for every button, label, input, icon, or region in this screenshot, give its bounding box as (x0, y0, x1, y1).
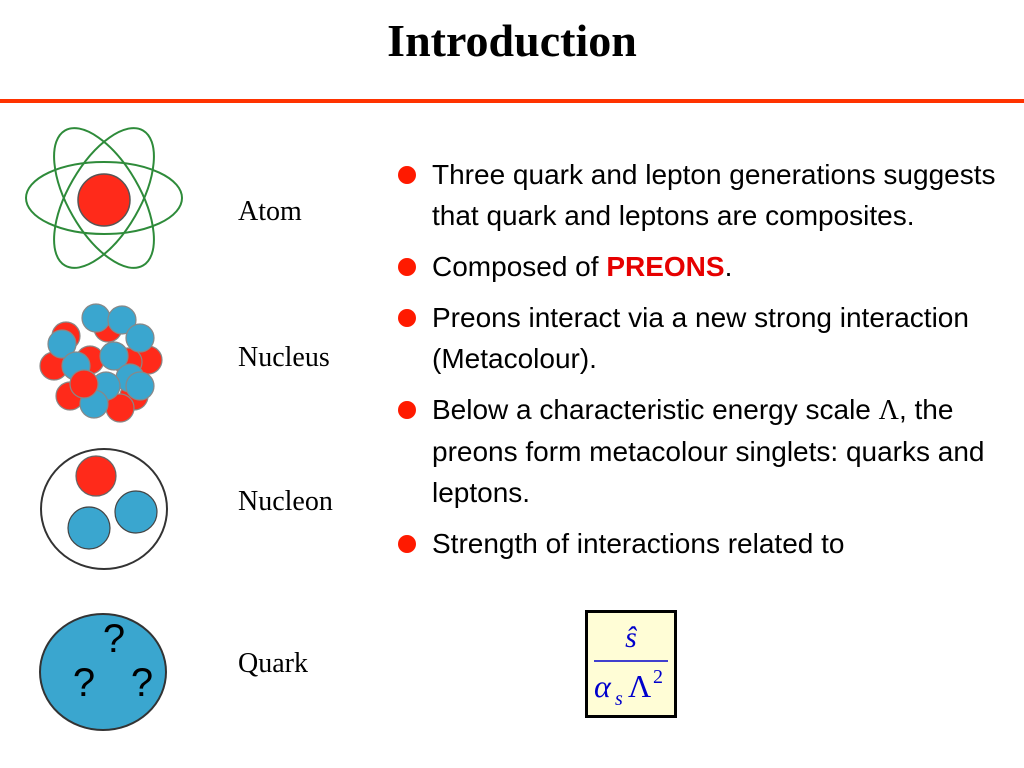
bullet-dot-icon (398, 258, 416, 276)
bullet-item: Three quark and lepton generations sugge… (396, 154, 996, 236)
bullet-dot-icon (398, 535, 416, 553)
bullet-item: Strength of interactions related to (396, 523, 996, 564)
bullet-dot-icon (398, 309, 416, 327)
atom-icon (25, 127, 183, 269)
diagram-label-atom: Atom (238, 196, 302, 227)
title-divider (0, 99, 1024, 103)
quark-question-mark: ? (103, 617, 125, 661)
bullet-item: Composed of PREONS. (396, 246, 996, 287)
bullet-item: Preons interact via a new strong interac… (396, 297, 996, 379)
bullet-dot-icon (398, 166, 416, 184)
diagram-label-nucleon: Nucleon (238, 486, 333, 517)
nucleon-icon (40, 448, 168, 570)
preons-highlight: PREONS (606, 251, 725, 282)
slide-title: Introduction (387, 15, 637, 66)
quark-question-mark: ? (131, 661, 153, 705)
diagram-label-quark: Quark (238, 648, 308, 679)
bullet-text-suffix: . (724, 251, 733, 282)
nucleus-icon (39, 303, 163, 423)
lambda-symbol: Λ (878, 395, 899, 426)
bullet-dot-icon (398, 401, 416, 419)
bullet-item: Below a characteristic energy scale Λ, t… (396, 389, 996, 513)
formula-numerator: ŝ (625, 621, 637, 654)
formula-subscript: s (615, 688, 623, 710)
diagram-label-nucleus: Nucleus (238, 342, 330, 373)
formula-alpha: α (594, 668, 612, 704)
bullet-text: Preons interact via a new strong interac… (432, 302, 969, 374)
bullet-list: Three quark and lepton generations sugge… (396, 154, 996, 574)
bullet-text: Three quark and lepton generations sugge… (432, 159, 996, 231)
bullet-text-suffix: , the preons form metacolour singlets: q… (432, 394, 985, 508)
formula: ŝ α s Λ 2 (594, 621, 668, 710)
quark-icon: ? ? ? (39, 613, 167, 731)
formula-lambda: Λ (628, 668, 651, 704)
bullet-text: Strength of interactions related to (432, 528, 845, 559)
formula-box: ŝ α s Λ 2 (585, 610, 677, 718)
quark-question-mark: ? (73, 661, 95, 705)
bullet-text: Composed of (432, 251, 607, 282)
bullet-text: Below a characteristic energy scale (432, 394, 879, 425)
formula-exponent: 2 (653, 666, 663, 688)
